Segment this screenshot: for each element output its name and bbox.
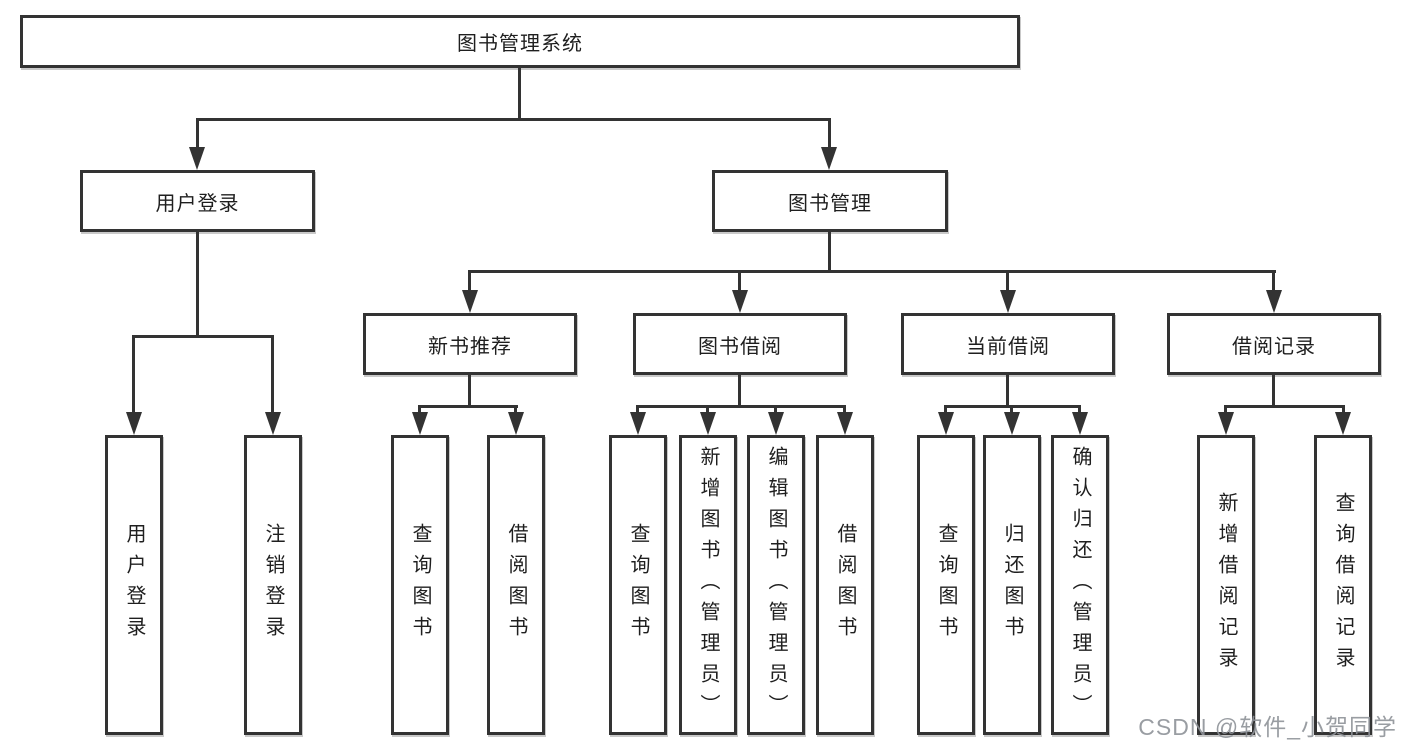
connector-current-drop-1	[944, 405, 947, 417]
connector-current-drop-2	[1010, 405, 1013, 417]
leaf-edit-books-admin: 编辑图书（管理员）	[747, 435, 805, 735]
leaf-return-books: 归还图书	[983, 435, 1041, 735]
connector-root-stub	[518, 68, 521, 118]
leaf-user-login: 用户登录	[105, 435, 163, 735]
connector-userlogin-drop-1	[132, 335, 135, 415]
arrow-down-icon	[1072, 412, 1088, 435]
arrow-down-icon	[1000, 290, 1016, 313]
connector-userlogin-drop-2	[271, 335, 274, 415]
node-borrowing-records: 借阅记录	[1167, 313, 1381, 375]
connector-newbook-hline	[418, 405, 518, 408]
arrow-down-icon	[412, 412, 428, 435]
node-user-login: 用户登录	[80, 170, 315, 232]
connector-borrowing-drop-1	[636, 405, 639, 417]
connector-newbook-drop-1	[418, 405, 421, 417]
leaf-logout: 注销登录	[244, 435, 302, 735]
arrow-down-icon	[1004, 412, 1020, 435]
node-root-system: 图书管理系统	[20, 15, 1020, 68]
connector-bookmgmt-drop-1	[468, 270, 471, 292]
leaf-query-books-2: 查询图书	[609, 435, 667, 735]
leaf-borrow-books-1: 借阅图书	[487, 435, 545, 735]
arrow-down-icon	[837, 412, 853, 435]
connector-newbook-stub	[468, 375, 471, 407]
node-book-management: 图书管理	[712, 170, 948, 232]
connector-borrowing-hline	[636, 405, 846, 408]
connector-borrowing-drop-4	[843, 405, 846, 417]
arrow-down-icon	[508, 412, 524, 435]
arrow-down-icon	[462, 290, 478, 313]
connector-records-drop-2	[1342, 405, 1345, 417]
arrow-down-icon	[189, 147, 205, 170]
connector-root-drop-right	[828, 118, 831, 152]
connector-root-drop-left	[196, 118, 199, 152]
connector-borrowing-drop-3	[774, 405, 777, 417]
connector-userlogin-hline	[132, 335, 274, 338]
csdn-watermark: CSDN @软件_小贺同学	[1138, 714, 1397, 740]
leaf-query-books-1: 查询图书	[391, 435, 449, 735]
connector-borrowing-stub	[738, 375, 741, 407]
node-new-book-recommend: 新书推荐	[363, 313, 577, 375]
node-book-borrowing: 图书借阅	[633, 313, 847, 375]
arrow-down-icon	[1335, 412, 1351, 435]
leaf-add-borrow-record: 新增借阅记录	[1197, 435, 1255, 735]
connector-bookmgmt-drop-4	[1272, 270, 1275, 292]
arrow-down-icon	[700, 412, 716, 435]
arrow-down-icon	[768, 412, 784, 435]
connector-bookmgmt-stub	[828, 232, 831, 272]
leaf-query-books-3: 查询图书	[917, 435, 975, 735]
connector-userlogin-stub	[196, 232, 199, 335]
connector-current-drop-3	[1078, 405, 1081, 417]
node-current-borrowing: 当前借阅	[901, 313, 1115, 375]
arrow-down-icon	[1266, 290, 1282, 313]
arrow-down-icon	[630, 412, 646, 435]
leaf-query-borrow-record: 查询借阅记录	[1314, 435, 1372, 735]
arrow-down-icon	[821, 147, 837, 170]
connector-newbook-drop-2	[514, 405, 517, 417]
connector-records-stub	[1272, 375, 1275, 407]
arrow-down-icon	[938, 412, 954, 435]
connector-bookmgmt-hline	[468, 270, 1276, 273]
connector-borrowing-drop-2	[706, 405, 709, 417]
connector-bookmgmt-drop-3	[1006, 270, 1009, 292]
leaf-confirm-return-admin: 确认归还（管理员）	[1051, 435, 1109, 735]
leaf-add-books-admin: 新增图书（管理员）	[679, 435, 737, 735]
connector-records-hline	[1224, 405, 1345, 408]
arrow-down-icon	[732, 290, 748, 313]
arrow-down-icon	[1218, 412, 1234, 435]
arrow-down-icon	[265, 412, 281, 435]
arrow-down-icon	[126, 412, 142, 435]
connector-bookmgmt-drop-2	[738, 270, 741, 292]
connector-records-drop-1	[1224, 405, 1227, 417]
connector-root-hline	[196, 118, 831, 121]
leaf-borrow-books-2: 借阅图书	[816, 435, 874, 735]
connector-current-stub	[1006, 375, 1009, 407]
